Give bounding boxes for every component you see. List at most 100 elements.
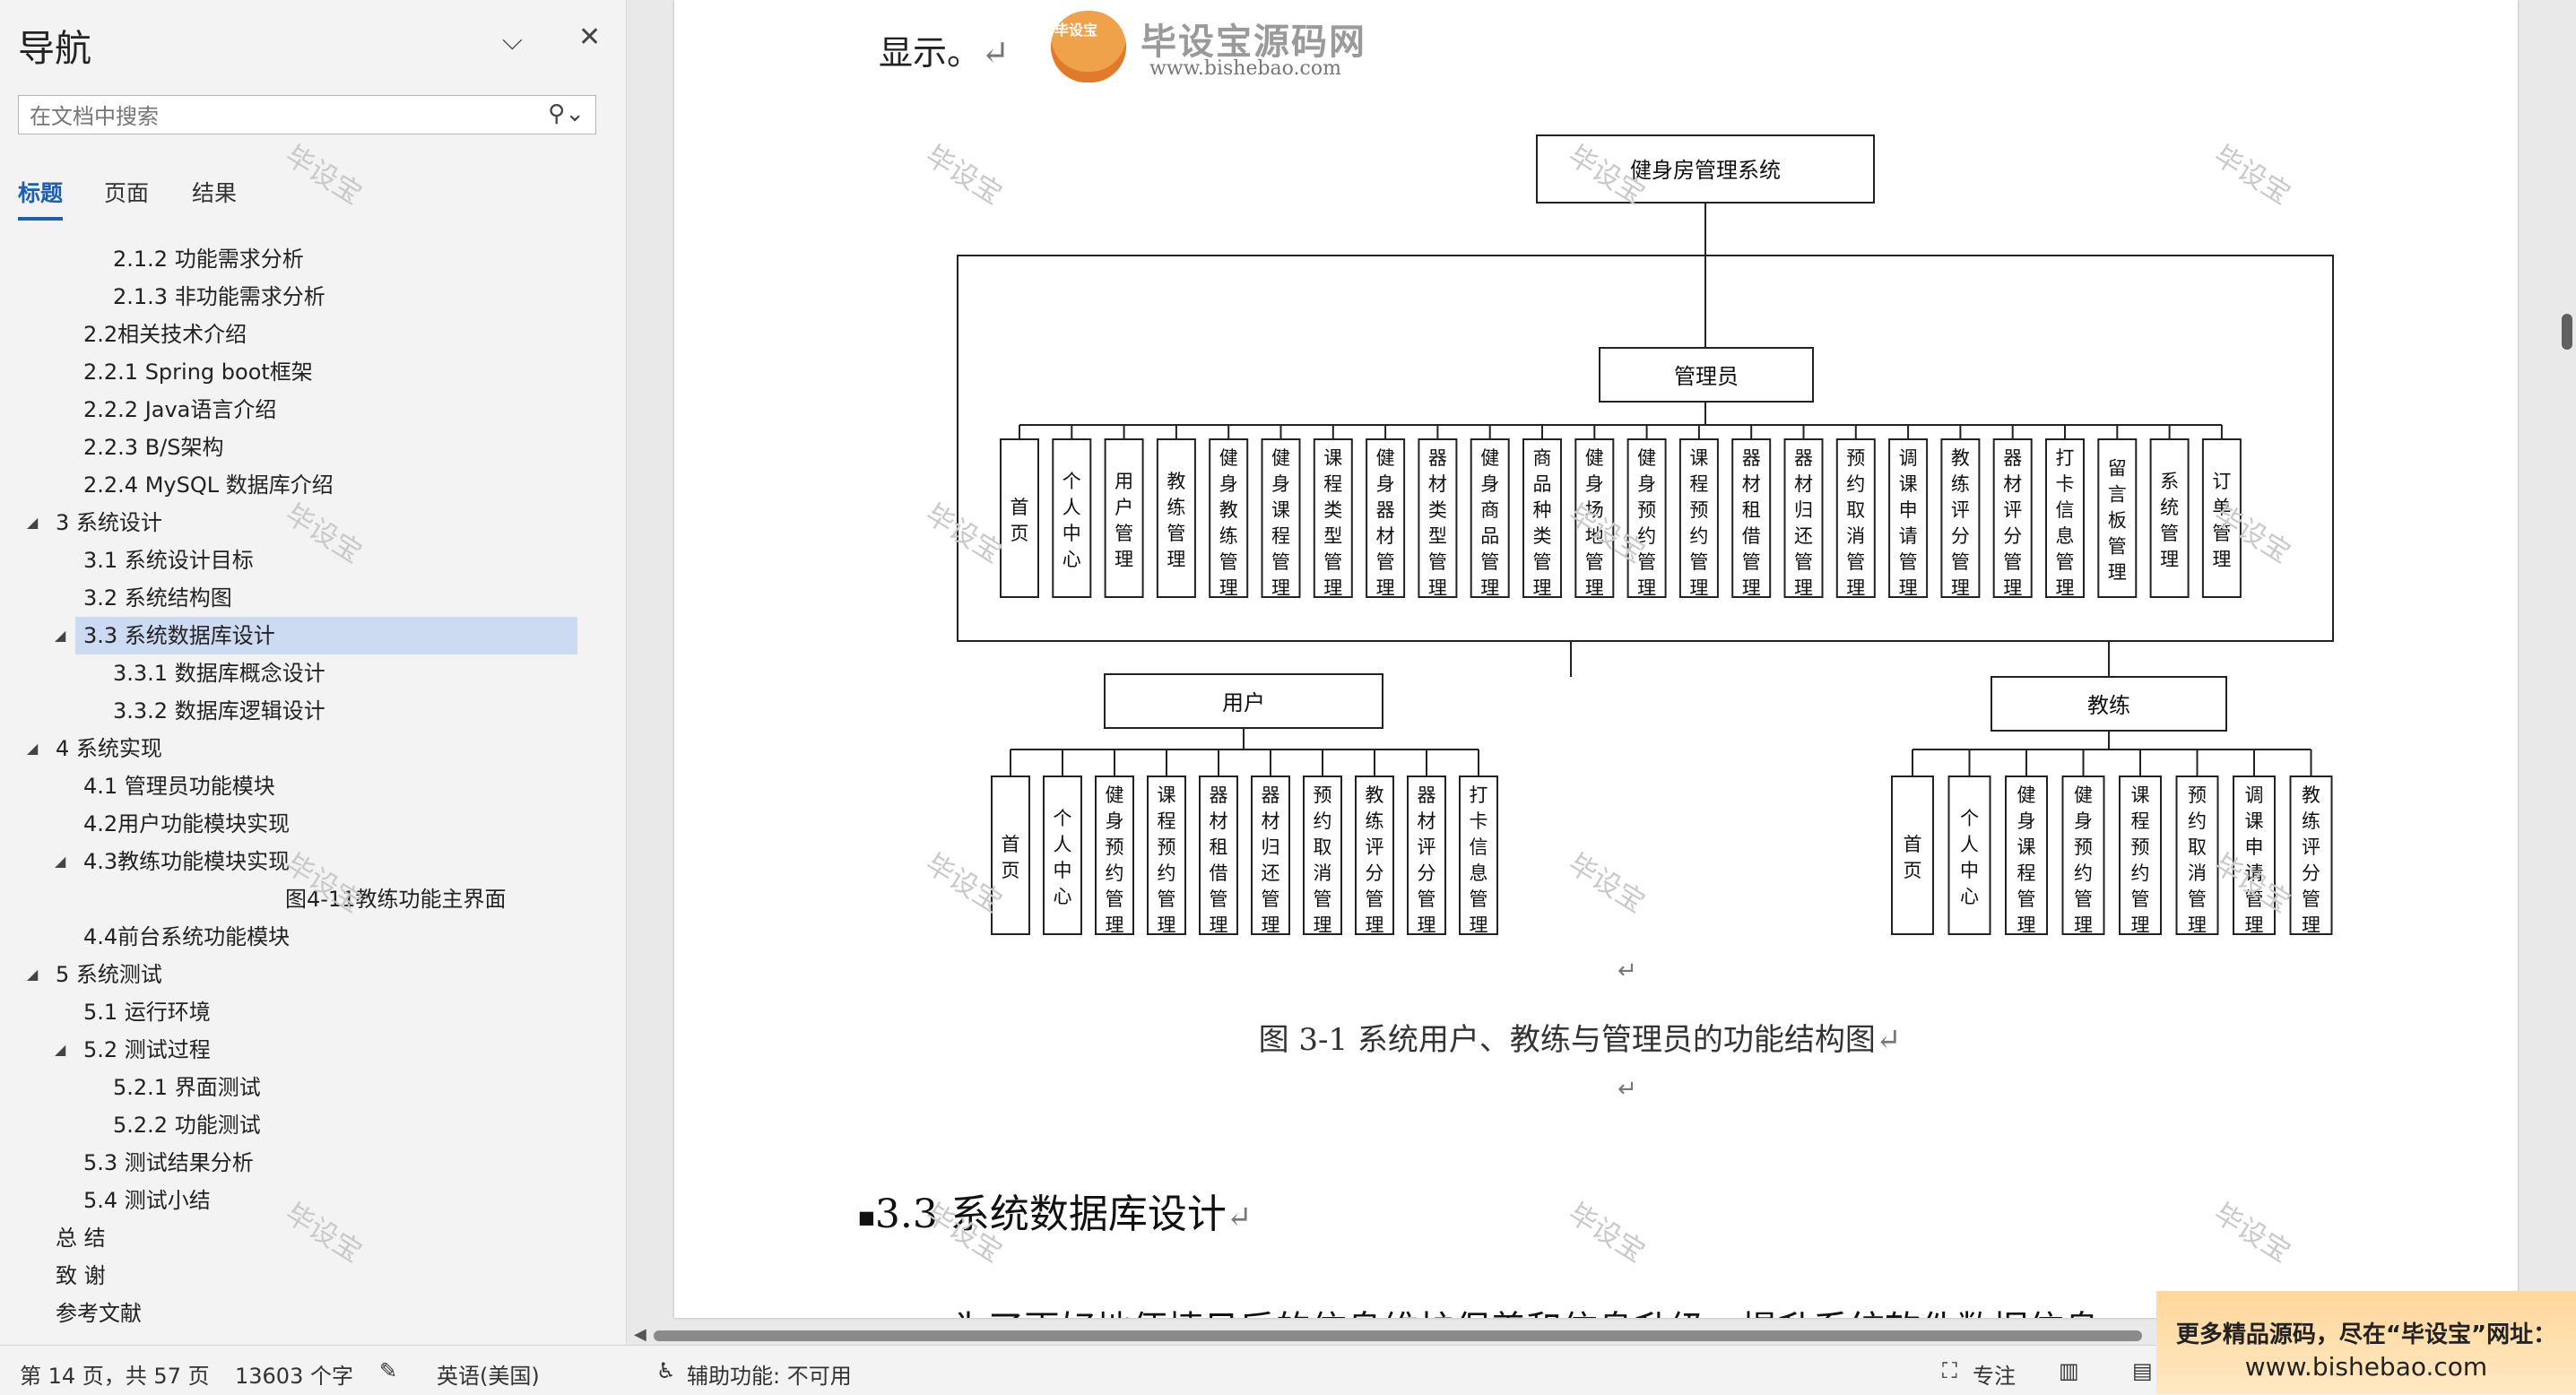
- admin-child-label: 身: [1376, 473, 1395, 495]
- word-count[interactable]: 13603 个字: [235, 1364, 353, 1389]
- admin-child-label: 系: [2160, 471, 2179, 492]
- toc-item-label: 5.4 测试小结: [83, 1188, 211, 1213]
- close-icon[interactable]: ✕: [578, 22, 602, 53]
- user-child-label: 健: [1106, 784, 1124, 806]
- search-input[interactable]: [28, 101, 533, 132]
- admin-child-label: 身: [1585, 473, 1604, 495]
- admin-child-box: [1209, 438, 1249, 598]
- coach-child-label: 管: [2074, 888, 2093, 910]
- toc-item[interactable]: 3.3 系统数据库设计◢: [55, 617, 577, 654]
- coach-child-label: 理: [2245, 914, 2264, 936]
- read-mode-icon[interactable]: ▥: [2059, 1358, 2079, 1383]
- admin-child-label: 理: [1428, 577, 1447, 599]
- admin-child-box: [1000, 438, 1039, 598]
- user-child-box: [1407, 775, 1446, 935]
- nav-search-box[interactable]: ⚲⌄: [18, 95, 596, 134]
- admin-child-label: 分: [2003, 525, 2022, 547]
- scroll-left-icon[interactable]: ◀: [634, 1325, 646, 1344]
- coach-child-label: 理: [2017, 914, 2036, 936]
- admin-child-box: [2045, 438, 2085, 598]
- coach-child-box: [2119, 775, 2162, 935]
- paragraph-mark: ↵: [1618, 1076, 1637, 1103]
- tab-1[interactable]: 页面: [104, 180, 150, 206]
- admin-child-label: 类: [1428, 499, 1447, 521]
- vertical-scrollbar[interactable]: [2558, 0, 2576, 1327]
- admin-child-label: 统: [2160, 497, 2179, 518]
- admin-child-label: 息: [2056, 525, 2075, 547]
- admin-child-label: 管: [1637, 551, 1656, 573]
- admin-child-label: 材: [1742, 473, 1761, 495]
- user-child-label: 约: [1314, 810, 1332, 832]
- user-child-label: 理: [1418, 914, 1436, 936]
- admin-child-label: 单: [2212, 497, 2231, 518]
- search-icon[interactable]: ⚲⌄: [548, 100, 585, 127]
- coach-child-label: 教: [2302, 784, 2320, 806]
- coach-child-label: 练: [2302, 810, 2320, 832]
- user-child-label: 理: [1210, 914, 1228, 936]
- expand-arrow-icon[interactable]: ◢: [55, 627, 66, 644]
- admin-child-label: 健: [1480, 447, 1499, 469]
- promo-text: 更多精品源码，尽在“毕设宝”网址：: [2175, 1321, 2557, 1348]
- coach-child-label: 管: [2245, 888, 2264, 910]
- paragraph-mark: ↵: [1618, 957, 1637, 984]
- expand-arrow-icon[interactable]: ◢: [27, 514, 39, 531]
- toc-item-label: 5.2.1 界面测试: [113, 1075, 261, 1100]
- horizontal-scroll-thumb[interactable]: [654, 1330, 2142, 1341]
- expand-arrow-icon[interactable]: ◢: [55, 853, 66, 870]
- user-child-label: 理: [1470, 914, 1488, 936]
- watermark-text: 毕设宝: [279, 139, 368, 212]
- user-child-box: [1303, 775, 1342, 935]
- admin-child-label: 程: [1689, 473, 1708, 495]
- user-child-label: 预: [1158, 836, 1176, 858]
- toc-item-label: 2.2相关技术介绍: [83, 322, 247, 347]
- admin-child-label: 管: [2160, 523, 2179, 544]
- expand-arrow-icon[interactable]: ◢: [55, 1041, 66, 1058]
- proofing-icon[interactable]: ✎: [379, 1358, 398, 1383]
- page-count[interactable]: 第 14 页，共 57 页: [20, 1364, 210, 1389]
- admin-child-label: 器: [1742, 447, 1761, 469]
- document-page[interactable]: 显示。↵ 毕设宝 毕设宝源码网 www.bishebao.com 健身房管理系统…: [674, 0, 2518, 1318]
- horizontal-scrollbar[interactable]: ◀: [627, 1325, 2151, 1345]
- coach-child-label: 约: [2131, 862, 2150, 884]
- coach-child-label: 健: [2074, 784, 2093, 806]
- print-layout-icon[interactable]: ▤: [2132, 1358, 2153, 1383]
- coach-child-label: 约: [2188, 810, 2207, 832]
- chevron-down-icon[interactable]: ⌵: [502, 25, 523, 56]
- body-paragraph: 为了更好地便捷日后的信息维护保养和信息升级，提升系统软件数据信息: [952, 1300, 2100, 1318]
- admin-child-label: 首: [1010, 497, 1029, 518]
- promo-banner[interactable]: 更多精品源码，尽在“毕设宝”网址： www.bishebao.com: [2156, 1291, 2576, 1394]
- user-child-label: 材: [1210, 810, 1228, 832]
- admin-child-label: 理: [2212, 549, 2231, 570]
- logo-url: www.bishebao.com: [1149, 57, 1341, 80]
- admin-child-label: 请: [1899, 525, 1918, 547]
- user-child-box: [991, 775, 1030, 935]
- admin-child-label: 取: [1846, 499, 1865, 521]
- admin-child-label: 分: [1951, 525, 1970, 547]
- user-child-label: 管: [1418, 888, 1436, 910]
- language-status[interactable]: 英语(美国): [437, 1364, 540, 1389]
- expand-arrow-icon[interactable]: ◢: [27, 966, 39, 983]
- focus-icon[interactable]: ⛶: [1942, 1358, 1957, 1383]
- admin-child-label: 理: [1219, 577, 1238, 599]
- vertical-scroll-thumb[interactable]: [2562, 314, 2572, 350]
- user-child-box: [1147, 775, 1186, 935]
- root-node: [1536, 134, 1875, 204]
- admin-child-label: 还: [1794, 525, 1813, 547]
- admin-child-label: 理: [2003, 577, 2022, 599]
- user-child-label: 约: [1158, 862, 1176, 884]
- coach-child-label: 管: [2302, 888, 2320, 910]
- user-node-label: 用户: [1222, 690, 1265, 715]
- admin-child-label: 材: [1428, 473, 1447, 495]
- admin-child-label: 管: [1271, 551, 1290, 573]
- focus-mode[interactable]: 专注: [1973, 1364, 2016, 1389]
- admin-child-box: [2149, 438, 2190, 598]
- accessibility-status[interactable]: 辅助功能: 不可用: [687, 1364, 852, 1389]
- user-child-label: 借: [1210, 862, 1228, 884]
- user-child-label: 租: [1210, 836, 1228, 858]
- admin-child-label: 消: [1846, 525, 1865, 547]
- expand-arrow-icon[interactable]: ◢: [27, 740, 39, 757]
- tab-2[interactable]: 结果: [192, 180, 238, 206]
- tab-0[interactable]: 标题: [18, 176, 64, 221]
- admin-child-label: 种: [1533, 499, 1552, 521]
